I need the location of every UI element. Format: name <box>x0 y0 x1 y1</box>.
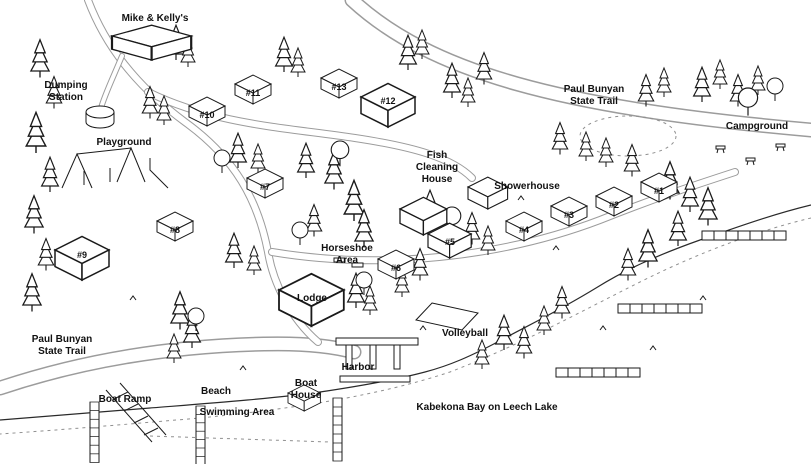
shoreline-layer <box>0 204 811 443</box>
volleyball-court <box>415 302 479 331</box>
horseshoe-pits <box>333 257 364 268</box>
showerhouse-building <box>467 176 509 210</box>
docks-layer <box>89 230 787 464</box>
cabin-9-building <box>54 235 110 281</box>
cabin-6-building <box>377 249 415 280</box>
lodge-building <box>278 272 345 327</box>
grass-tufts <box>129 195 707 371</box>
harbor-docks <box>335 337 419 383</box>
trail-layer <box>0 0 811 396</box>
field-loop <box>579 115 677 157</box>
cabin-13-building <box>320 68 358 99</box>
cabin-12-building <box>360 82 416 128</box>
playground-equipment <box>61 146 169 189</box>
dumping-station-tank <box>85 105 115 129</box>
cabin-3-building <box>550 196 588 227</box>
cabin-8-building <box>156 211 194 242</box>
swimming-area-rope <box>149 435 331 443</box>
cabin-10-building <box>188 96 226 127</box>
terrain-features <box>61 105 786 371</box>
boat-ramp-structure <box>105 382 167 443</box>
campground-tables <box>715 143 786 166</box>
cabin-11-building <box>234 74 272 105</box>
